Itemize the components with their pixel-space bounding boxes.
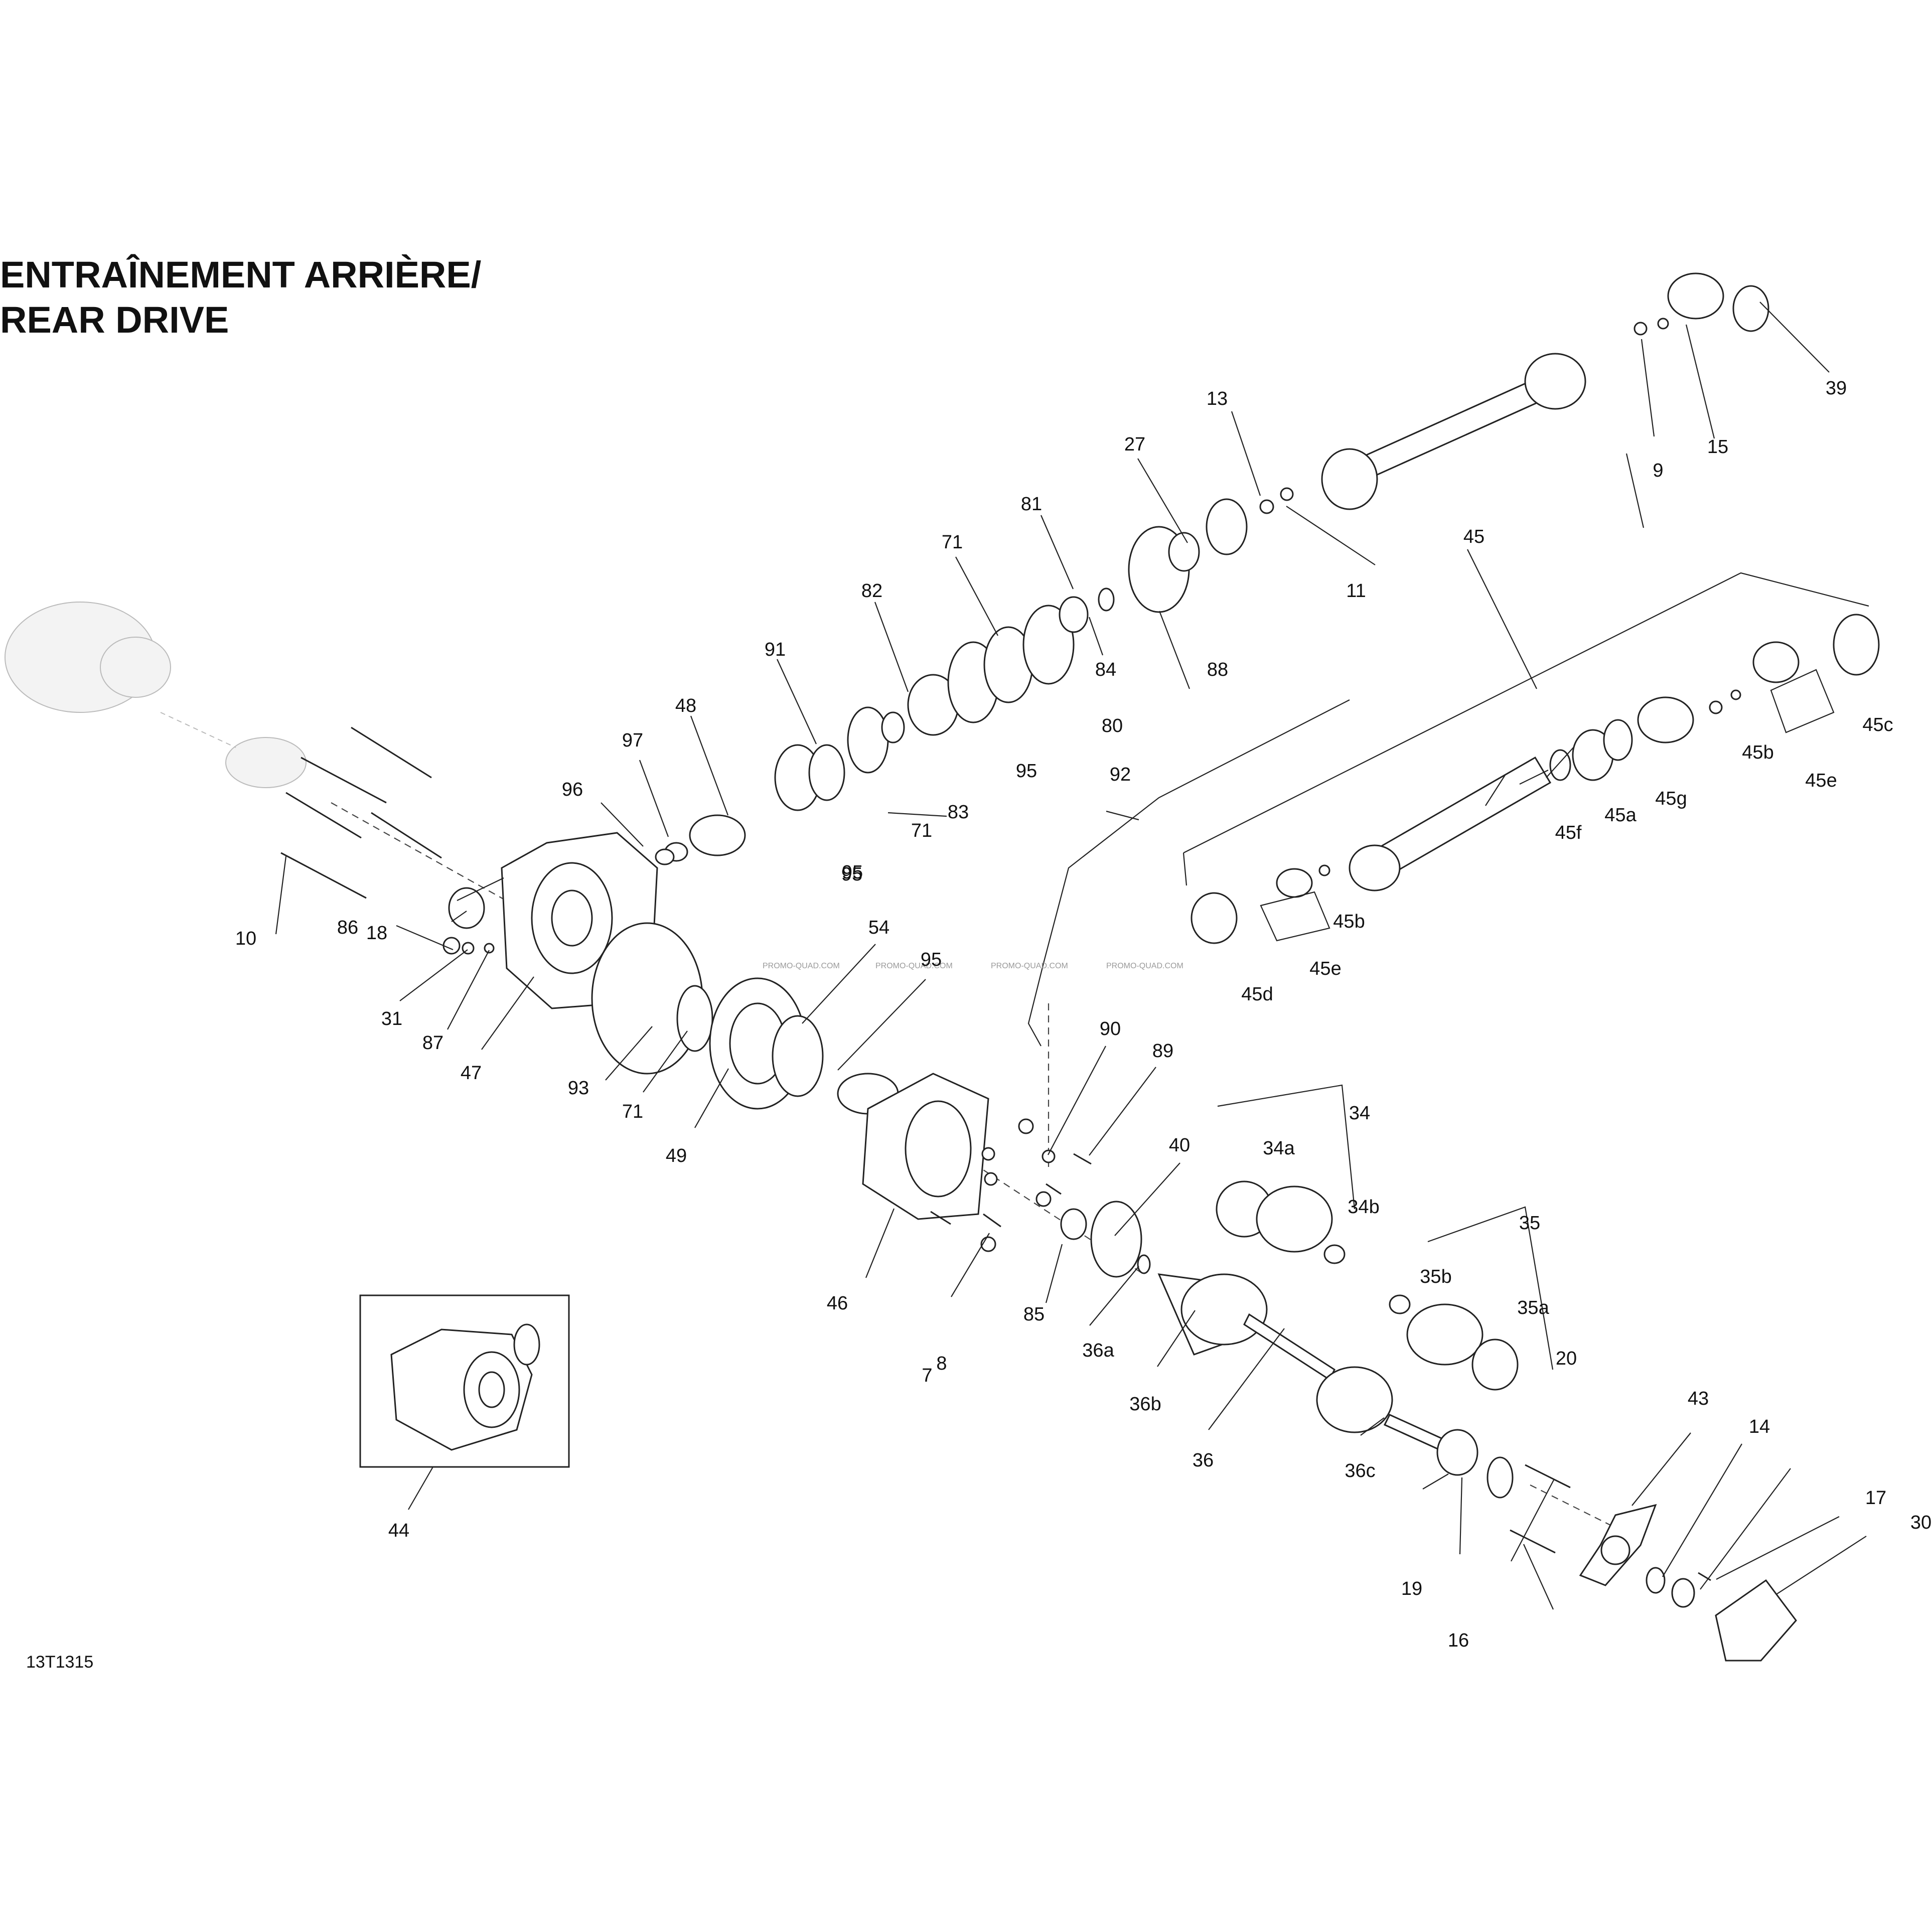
differential-cover [862,1073,1092,1252]
callout-label: 7 [922,1365,932,1386]
callout-label: 15 [1707,436,1728,458]
ring-gear-group [676,977,899,1115]
callout-label: 45g [1655,788,1687,809]
kit-brackets [1182,572,1869,1370]
callout-label: 95 [841,864,862,885]
callout-label: 14 [1749,1416,1770,1437]
callout-label: 45e [1805,770,1837,791]
callout-label: 34b [1348,1197,1379,1218]
callout-label: 13 [1207,388,1228,409]
callout-label: 91 [765,639,786,660]
drawing-code: 13T1315 [26,1653,94,1672]
callout-label: 44 [388,1520,409,1541]
callout-label: 85 [1023,1304,1045,1325]
drive-shaft-assembly [1321,272,1769,510]
callout-label: 43 [1688,1388,1709,1409]
callout-label: 45f [1555,822,1582,843]
callout-label: 45 [1463,526,1484,547]
wheel-hub-group [1510,1464,1797,1662]
callout-label: 87 [422,1032,443,1054]
callout-label: 95 [1016,761,1037,782]
callout-label: 80 [1102,715,1123,736]
callout-label: 45d [1241,984,1273,1005]
callout-label: 46 [827,1293,848,1314]
callout-label: 19 [1401,1578,1422,1599]
diagram-title-line1: ENTRAÎNEMENT ARRIÈRE/ [0,254,482,295]
callout-label: 20 [1556,1348,1577,1369]
callout-labels: 7 8 9 10 11 13 14 15 16 17 18 19 20 27 3… [235,378,1931,1651]
callout-label: 35b [1420,1266,1451,1287]
ghost-transmission [5,602,307,788]
inset-differential [359,1294,570,1468]
callout-label: 84 [1095,659,1116,680]
watermark-1: PROMO-QUAD.COM [763,962,840,970]
callout-label: 45e [1309,958,1341,979]
callout-label: 93 [568,1078,589,1099]
callout-label: 92 [1110,764,1131,785]
leader-lines [275,302,1867,1610]
callout-label: 8 [936,1353,947,1374]
callout-label: 36b [1129,1394,1161,1415]
callout-label: 45b [1333,911,1365,932]
callout-label: 82 [861,580,882,602]
seals-group [1060,1201,1151,1278]
callout-label: 89 [1152,1041,1173,1062]
callout-label: 71 [622,1101,643,1122]
callout-label: 95 [921,949,942,970]
callout-label: 88 [1207,659,1228,680]
callout-label: 27 [1124,434,1145,455]
callout-label: 35 [1519,1213,1540,1234]
callout-label: 18 [366,923,387,944]
callout-label: 17 [1865,1488,1886,1509]
callout-label: 95 [842,862,863,883]
callout-label: 34 [1349,1103,1370,1124]
callout-label: 9 [1653,460,1663,481]
callout-label: 86 [337,917,358,938]
callout-label: 45b [1742,742,1773,763]
callout-label: 16 [1448,1630,1469,1651]
callout-label: 90 [1100,1018,1121,1039]
callout-label: 30 [1910,1512,1931,1533]
callout-label: 54 [868,917,889,938]
callout-label: 71 [911,820,932,841]
rear-housing [442,832,703,1075]
callout-label: 31 [381,1008,402,1029]
callout-label: 96 [562,779,583,800]
callout-label: 11 [1346,580,1366,602]
diagram-title-line2: REAR DRIVE [0,299,229,341]
watermark-4: PROMO-QUAD.COM [1106,962,1183,970]
callout-label: 36c [1345,1460,1375,1481]
watermark-2: PROMO-QUAD.COM [875,962,953,970]
callout-label: 36 [1193,1450,1214,1471]
callout-label: 45c [1862,714,1893,735]
breather-tube [1027,699,1350,1047]
callout-label: 81 [1021,494,1042,515]
callout-label: 97 [622,730,643,751]
callout-label: 71 [942,532,963,553]
callout-label: 49 [666,1145,687,1166]
long-bolts [280,726,442,899]
drive-shaft-lower [1191,614,1880,944]
watermarks: PROMO-QUAD.COM PROMO-QUAD.COM PROMO-QUAD… [763,962,1183,970]
callout-label: 36a [1082,1340,1114,1361]
callout-label: 34a [1263,1138,1295,1159]
callout-label: 10 [235,928,256,949]
callout-label: 83 [948,802,969,823]
pinion-parts [655,487,1294,865]
callout-label: 39 [1826,378,1847,399]
axle-assembly [1157,1180,1519,1499]
callout-label: 48 [675,695,696,716]
callout-label: 35a [1517,1297,1549,1318]
callout-label: 45a [1604,805,1637,826]
watermark-3: PROMO-QUAD.COM [991,962,1068,970]
callout-label: 40 [1169,1135,1190,1156]
callout-label: 47 [461,1063,482,1084]
